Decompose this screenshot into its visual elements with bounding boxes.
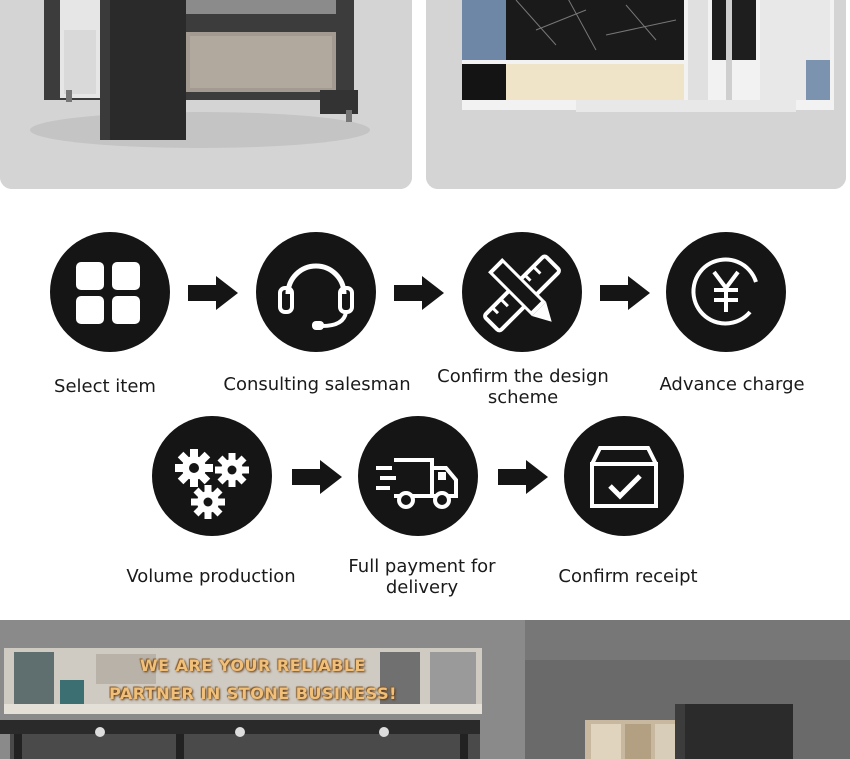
kitchen-showroom-image	[0, 620, 525, 759]
pencil-ruler-icon	[483, 254, 561, 333]
step-consulting-circle	[256, 232, 376, 352]
step-label-production: Volume production	[126, 566, 296, 587]
step-label-full-payment: Full payment for delivery	[348, 556, 496, 598]
step-label-consulting: Consulting salesman	[223, 374, 411, 395]
right-arrow-icon	[292, 460, 342, 494]
step-label-design: Confirm the design scheme	[437, 366, 609, 408]
yen-icon	[691, 257, 758, 326]
showroom-photo-right	[525, 620, 850, 759]
banner-line-2: PARTNER IN STONE BUSINESS!	[109, 684, 397, 703]
step-label-select-item: Select item	[54, 376, 156, 397]
showroom-photo-left: WE ARE YOUR RELIABLE PARTNER IN STONE BU…	[0, 620, 525, 759]
right-arrow-icon	[394, 276, 444, 310]
step-label-receipt: Confirm receipt	[558, 566, 698, 587]
step-design-circle	[462, 232, 582, 352]
step-advance-charge-circle	[666, 232, 786, 352]
headset-icon	[278, 263, 354, 330]
banner-line-1: WE ARE YOUR RELIABLE	[140, 656, 366, 675]
step-delivery-circle	[358, 416, 478, 536]
stone-display-rack-image	[0, 0, 412, 189]
box-check-icon	[590, 446, 658, 508]
step-select-item-circle	[50, 232, 170, 352]
right-arrow-icon	[600, 276, 650, 310]
grid-icon	[76, 262, 140, 324]
right-arrow-icon	[188, 276, 238, 310]
product-photo-left	[0, 0, 412, 189]
product-photo-right	[426, 0, 846, 189]
delivery-truck-icon	[376, 458, 458, 509]
right-arrow-icon	[498, 460, 548, 494]
step-receipt-circle	[564, 416, 684, 536]
display-cabinet-image	[525, 620, 850, 759]
step-label-advance-charge: Advance charge	[659, 374, 805, 395]
stone-slab-display-image	[426, 0, 846, 189]
step-production-circle	[152, 416, 272, 536]
gears-icon	[175, 449, 249, 519]
